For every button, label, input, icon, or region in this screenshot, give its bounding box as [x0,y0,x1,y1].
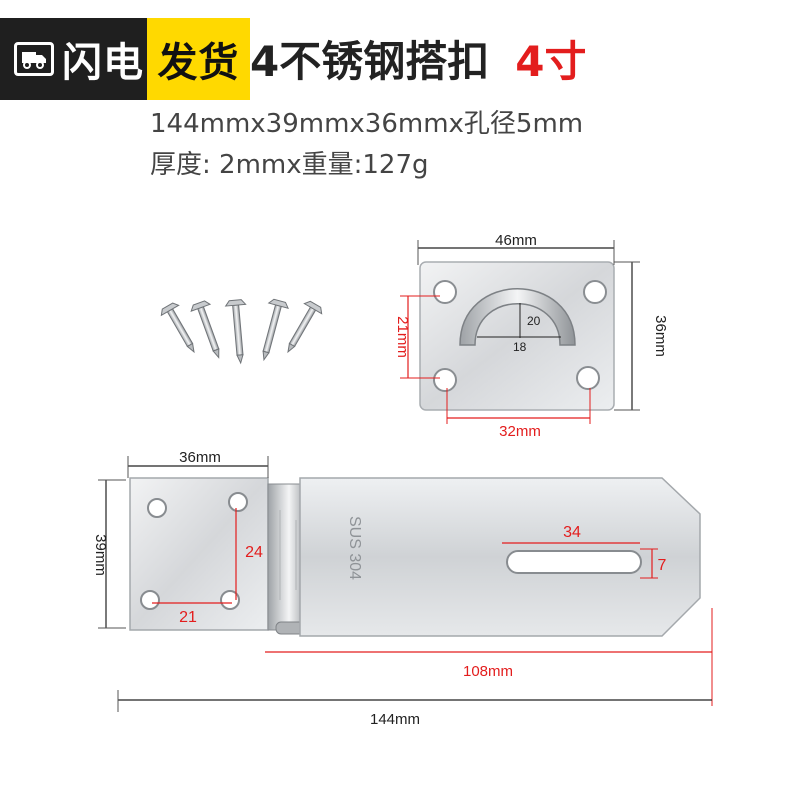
product-title: 4不锈钢搭扣 4寸 [250,28,586,88]
hasp-hole-h-label: 21 [179,609,197,626]
staple-plate [419,261,615,411]
arm-length-label: 108mm [463,663,513,680]
screws-image [160,298,323,365]
slot-width-label: 7 [658,557,667,574]
hasp-dimensions [98,456,713,712]
spec-dimensions: 144mmx39mmx36mmx孔径5mm [150,109,584,139]
staple-height-label: 36mm [652,315,669,357]
loop-height-label: 20 [527,314,541,328]
badge-text-delivery: 发货 [146,18,250,100]
staple-dimensions [400,240,640,424]
hasp-image [129,477,701,637]
title-size: 4寸 [515,36,587,86]
plate-width-label: 36mm [179,449,221,466]
hasp-hole-v-label: 24 [245,544,263,561]
title-main: 4不锈钢搭扣 [250,36,490,86]
truck-icon [14,42,54,76]
staple-hole-h-label: 32mm [499,423,541,440]
total-length-label: 144mm [370,711,420,728]
stamp-sus304: SUS 304 [346,516,363,580]
slot-length-label: 34 [563,524,581,541]
loop-width-label: 18 [513,340,527,354]
spec-thickness-weight: 厚度: 2mmx重量:127g [150,150,429,180]
badge-text-flash: 闪电 [62,40,144,86]
staple-hole-v-label: 21mm [394,316,411,358]
staple-width-label: 46mm [495,232,537,249]
badge-dark-part: 闪电 [0,18,147,100]
flash-delivery-badge: 闪电 发货 [0,18,250,100]
hasp-height-label: 39mm [92,534,109,576]
